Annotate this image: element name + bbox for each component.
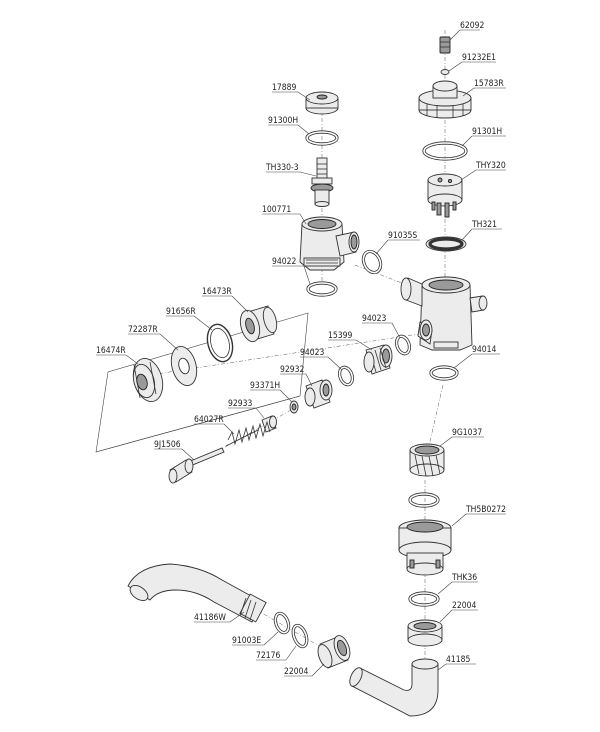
part-94022[interactable]: [306, 281, 338, 297]
label-93371H: 93371H: [250, 381, 280, 391]
part-94023-right[interactable]: [394, 334, 412, 356]
label-TH321: TH321: [471, 220, 497, 230]
part-TH330-3[interactable]: [310, 157, 334, 207]
label-41186W: 41186W: [194, 613, 226, 623]
label-94023-left: 94023: [300, 348, 324, 358]
part-15399[interactable]: [363, 344, 393, 375]
label-92933: 92933: [228, 399, 252, 409]
label-9J1506: 9J1506: [154, 440, 181, 450]
label-17889: 17889: [272, 83, 296, 93]
part-72176[interactable]: [291, 623, 310, 649]
label-91003E: 91003E: [232, 636, 261, 646]
label-92932: 92932: [280, 365, 304, 375]
label-94023-right: 94023: [362, 314, 386, 324]
part-15783R[interactable]: [418, 80, 472, 119]
part-TH321[interactable]: [425, 236, 467, 252]
part-91232E1[interactable]: [440, 69, 450, 75]
part-TH5B0272-ring[interactable]: [408, 492, 440, 508]
part-91035S[interactable]: [360, 249, 384, 276]
label-64027R: 64027R: [194, 415, 224, 425]
label-100771: 100771: [262, 205, 291, 215]
part-16473R[interactable]: [237, 305, 279, 344]
label-94014: 94014: [472, 345, 496, 355]
label-15399: 15399: [328, 331, 352, 341]
label-91656R: 91656R: [166, 307, 196, 317]
part-91656R[interactable]: [203, 322, 236, 365]
label-41185: 41185: [446, 655, 470, 665]
label-22004-right: 22004: [452, 601, 476, 611]
part-labels: 62092 91232E1 15783R 91301H THY320 TH321…: [96, 21, 506, 677]
part-9G1037[interactable]: [409, 443, 445, 477]
label-TH330-3: TH330-3: [265, 163, 299, 173]
label-91232E1: 91232E1: [462, 53, 496, 63]
part-94023-left[interactable]: [337, 365, 355, 387]
part-91301H[interactable]: [422, 141, 468, 161]
part-64027R[interactable]: [225, 420, 271, 447]
label-16474R: 16474R: [96, 346, 126, 356]
part-THY320[interactable]: [427, 173, 463, 218]
part-main-valve-body[interactable]: [400, 276, 488, 351]
leader-lines: [96, 29, 506, 677]
part-TH5B0272-body[interactable]: [398, 519, 452, 576]
part-94014[interactable]: [429, 365, 459, 381]
part-16474R[interactable]: [129, 355, 167, 405]
part-62092[interactable]: [439, 36, 451, 54]
label-9G1037: 9G1037: [452, 428, 482, 438]
part-41185[interactable]: [347, 658, 439, 717]
part-93371H[interactable]: [289, 400, 299, 414]
part-41186W[interactable]: [127, 563, 267, 623]
label-94022: 94022: [272, 257, 296, 267]
label-72176: 72176: [256, 651, 280, 661]
part-91003E[interactable]: [273, 611, 291, 635]
part-THK36[interactable]: [408, 591, 440, 607]
part-9J1506[interactable]: [168, 447, 225, 484]
part-91300H[interactable]: [305, 130, 339, 146]
label-THY320: THY320: [475, 161, 506, 171]
label-91301H: 91301H: [472, 127, 502, 137]
label-72287R: 72287R: [128, 325, 158, 335]
label-16473R: 16473R: [202, 287, 232, 297]
label-15783R: 15783R: [474, 79, 504, 89]
label-22004-left: 22004: [284, 667, 308, 677]
part-100771[interactable]: [299, 216, 360, 271]
label-62092: 62092: [460, 21, 484, 31]
part-72287R[interactable]: [167, 344, 201, 389]
part-22004-left[interactable]: [315, 633, 353, 669]
label-TH5B0272: TH5B0272: [465, 505, 506, 515]
part-92932[interactable]: [304, 379, 333, 409]
label-91035S: 91035S: [388, 231, 417, 241]
part-17889[interactable]: [305, 91, 339, 115]
label-91300H: 91300H: [268, 116, 298, 126]
label-THK36: THK36: [451, 573, 477, 583]
part-22004-right[interactable]: [407, 619, 443, 647]
